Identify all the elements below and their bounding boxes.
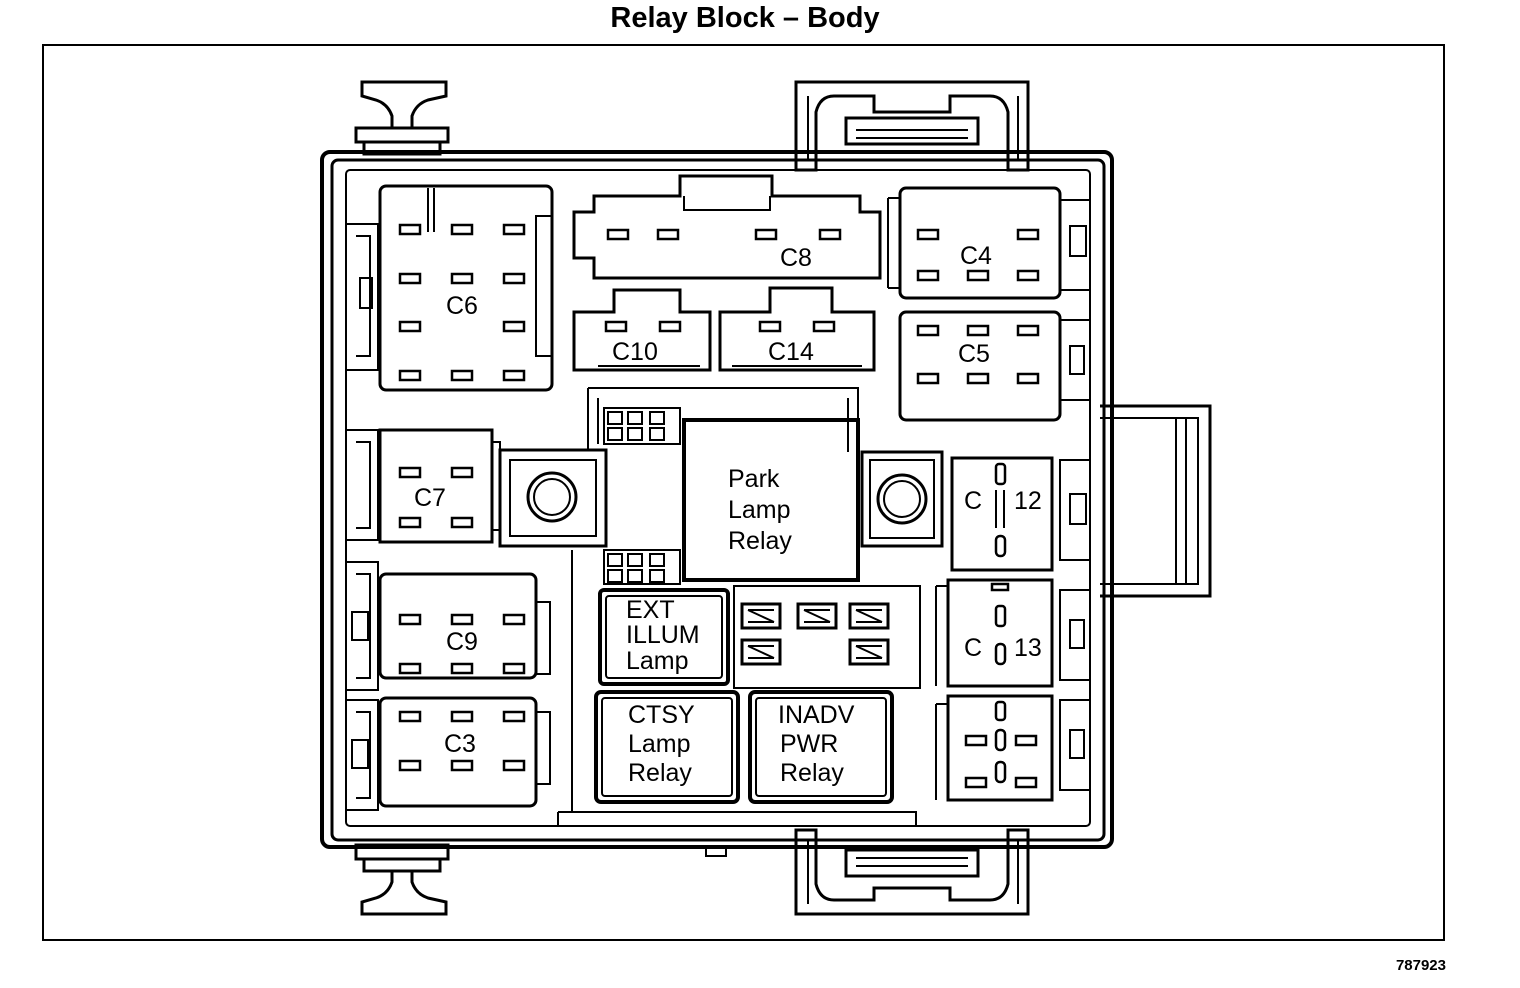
inadv-relay-line-2: PWR [780,730,838,758]
connector-c9: C9 [378,572,551,680]
diagram-frame [42,44,1445,941]
inadv-pwr-relay: INADV PWR Relay [748,690,894,804]
connector-c10: C10 [572,288,712,372]
connector-label-c6: C6 [446,292,478,320]
housing-outline [320,150,1114,849]
figure-number: 787923 [1395,957,1446,974]
connector-c8: C8 [572,174,882,280]
connector-label-c13-prefix: C [964,634,982,662]
inadv-relay-line-1: INADV [778,701,855,729]
bottom-left-mount [354,843,450,916]
connector-label-c13-suffix: 13 [1014,634,1042,662]
left-side-clips [346,223,379,811]
side-bracket [1100,404,1212,598]
connector-c14: C14 [718,286,876,372]
bottom-latch [705,828,1030,916]
connector-c3: C3 [378,696,551,808]
connector-label-c8: C8 [780,244,812,272]
top-latch [794,80,1030,172]
center-frame [557,387,917,826]
terminal-grid-bottom [603,549,681,585]
park-lamp-relay-line-3: Relay [728,527,792,555]
park-lamp-relay: Park Lamp Relay [682,418,860,582]
diagram-title: Relay Block – Body [610,2,880,34]
inadv-relay-line-3: Relay [780,759,844,787]
ctsy-relay-line-2: Lamp [628,730,691,758]
connector-label-c12-prefix: C [964,487,982,515]
connector-label-c10: C10 [612,338,658,366]
ctsy-relay-line-1: CTSY [628,701,695,729]
connector-label-c14: C14 [768,338,814,366]
ext-illum-lamp-relay: EXT ILLUM Lamp [598,588,730,686]
connector-label-c12-suffix: 12 [1014,487,1042,515]
connector-bottom-right [935,694,1054,802]
connector-label-c9: C9 [446,628,478,656]
connector-c12: C 12 [950,456,1054,572]
c6-pins [398,223,526,382]
ext-illum-relay-line-1: EXT [626,596,675,624]
connector-label-c4: C4 [960,242,992,270]
connector-c5: C5 [898,310,1062,422]
terminal-grid-top [603,407,681,445]
connector-c4: C4 [887,186,1062,300]
ctsy-relay-line-3: Relay [628,759,692,787]
connector-label-c7: C7 [414,484,446,512]
left-stud [498,448,608,548]
top-left-mount [354,80,450,156]
connector-c7: C7 [378,428,501,544]
connector-label-c5: C5 [958,340,990,368]
connector-c6: C6 [378,184,554,392]
park-lamp-relay-line-1: Park [728,465,780,493]
right-side-clips [1059,199,1090,791]
ctsy-lamp-relay: CTSY Lamp Relay [594,690,740,804]
fuse-terminal-grid [733,585,921,689]
right-stud [860,450,944,548]
park-lamp-relay-line-2: Lamp [728,496,791,524]
ext-illum-relay-line-3: Lamp [626,647,689,675]
ext-illum-relay-line-2: ILLUM [626,621,700,649]
connector-label-c3: C3 [444,730,476,758]
connector-c13: C 13 [935,578,1054,688]
